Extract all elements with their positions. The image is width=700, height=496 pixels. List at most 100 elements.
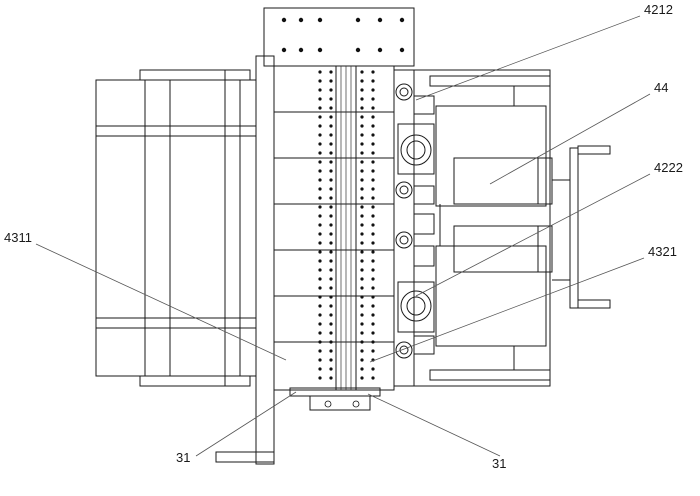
plate-hole xyxy=(317,47,323,53)
bolt-dot xyxy=(360,151,364,155)
bolt-dot xyxy=(318,205,322,209)
bolt-dot xyxy=(318,304,322,308)
bolt-dot xyxy=(371,250,375,254)
bolt-dot xyxy=(360,376,364,380)
bolt-dot xyxy=(371,187,375,191)
bolt-dot xyxy=(360,295,364,299)
gear-outer xyxy=(395,341,413,359)
bolt-dot xyxy=(360,367,364,371)
bolt-dot xyxy=(360,322,364,326)
plate-holes xyxy=(281,17,405,53)
bolt-dot xyxy=(371,205,375,209)
bolt-dot xyxy=(329,250,333,254)
gear-inner xyxy=(399,345,409,355)
bolt-dot xyxy=(318,223,322,227)
bolt-dot xyxy=(318,349,322,353)
plate-hole xyxy=(281,47,287,53)
bolt-dot xyxy=(360,187,364,191)
bolt-dot xyxy=(329,349,333,353)
bolt-dot xyxy=(318,196,322,200)
bolt-dot xyxy=(329,241,333,245)
left-housing xyxy=(95,69,257,387)
bolt-dot xyxy=(371,322,375,326)
bolt-dot xyxy=(371,286,375,290)
bolt-dot xyxy=(360,349,364,353)
bolt-dot xyxy=(360,277,364,281)
bolt-dot xyxy=(329,286,333,290)
gear-inner xyxy=(399,87,409,97)
bolt-dot xyxy=(329,178,333,182)
bolt-dot xyxy=(371,169,375,173)
bolt-dot xyxy=(318,376,322,380)
bolt-dot xyxy=(360,79,364,83)
bolt-dot xyxy=(329,142,333,146)
bolt-dot xyxy=(329,331,333,335)
bolt-dot xyxy=(318,124,322,128)
bolt-dot xyxy=(318,295,322,299)
gear-outer xyxy=(395,83,413,101)
bolt-dot xyxy=(360,313,364,317)
bolt-dot xyxy=(318,331,322,335)
bolt-dot xyxy=(360,259,364,263)
bolt-dot xyxy=(318,79,322,83)
bolt-dot xyxy=(360,340,364,344)
bolt-dot xyxy=(318,259,322,263)
bolt-dot xyxy=(371,133,375,137)
handle-bracket xyxy=(552,145,611,309)
plate-hole xyxy=(377,47,383,53)
bolt-dot xyxy=(329,115,333,119)
plate-hole xyxy=(298,17,304,23)
right-housing xyxy=(413,69,553,387)
bolt-dot xyxy=(329,340,333,344)
bolt-dot xyxy=(360,169,364,173)
bolt-dot xyxy=(371,196,375,200)
bolt-dot xyxy=(329,151,333,155)
bolt-dot xyxy=(318,151,322,155)
bolt-dot xyxy=(360,115,364,119)
bolt-dot xyxy=(371,124,375,128)
plate-rows xyxy=(274,111,394,343)
label-4321: 4321 xyxy=(648,244,677,259)
bolt-dot xyxy=(371,178,375,182)
plate-hole xyxy=(355,47,361,53)
bolt-dot xyxy=(329,169,333,173)
bolt-dot xyxy=(360,241,364,245)
plate-hole xyxy=(298,47,304,53)
bolt-dot xyxy=(329,304,333,308)
bolt-dot xyxy=(371,313,375,317)
bolt-dot xyxy=(318,187,322,191)
label-31-right: 31 xyxy=(492,456,506,471)
label-4212: 4212 xyxy=(644,2,673,17)
bolt-dot xyxy=(318,277,322,281)
bolt-dot xyxy=(318,340,322,344)
bolt-dot xyxy=(360,214,364,218)
bolt-dot xyxy=(360,88,364,92)
bolt-dot xyxy=(360,133,364,137)
bolt-dot xyxy=(371,241,375,245)
bolt-dot xyxy=(329,223,333,227)
plate-hole xyxy=(399,17,405,23)
bolt-dot xyxy=(329,70,333,74)
bolt-dot xyxy=(371,259,375,263)
bolt-dot xyxy=(329,88,333,92)
bolt-dot xyxy=(318,250,322,254)
bolt-dot xyxy=(329,124,333,128)
bolt-dot xyxy=(318,358,322,362)
bolt-dot xyxy=(329,97,333,101)
bolt-dot xyxy=(329,277,333,281)
bolt-dot xyxy=(318,178,322,182)
plate-hole xyxy=(317,17,323,23)
bolt-dot xyxy=(371,160,375,164)
bolt-dot xyxy=(371,106,375,110)
gear-inner xyxy=(399,185,409,195)
bolt-dot xyxy=(329,268,333,272)
bolt-dot xyxy=(329,376,333,380)
bolt-dot xyxy=(329,259,333,263)
bolt-dot xyxy=(360,70,364,74)
bolt-dot xyxy=(371,349,375,353)
bolt-dot xyxy=(318,160,322,164)
bolt-dot xyxy=(360,142,364,146)
plate-hole xyxy=(399,47,405,53)
label-31-left: 31 xyxy=(176,450,190,465)
bolt-dot xyxy=(371,79,375,83)
